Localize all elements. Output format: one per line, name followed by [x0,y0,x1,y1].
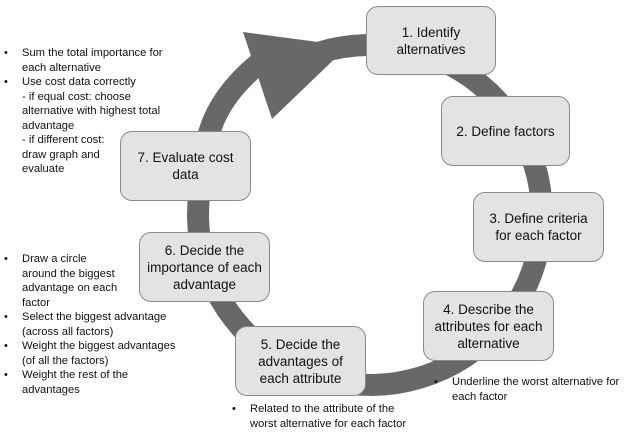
note-item: Underline the worst alternative for each… [430,375,640,404]
note-item: Use cost data correctly - if equal cost:… [0,75,190,177]
note-item: Sum the total importance for each altern… [0,46,190,75]
note-item: Weight the rest of the advantages [0,368,200,397]
note-item: Draw a circle around the biggest advanta… [0,252,200,310]
arrowhead-icon [243,32,348,119]
step-2-label: 2. Define factors [456,123,555,139]
step-4-describe-attributes: 4. Describe the attributes for each alte… [423,291,554,361]
step-7-notes: Sum the total importance for each altern… [0,46,190,177]
note-item: Weight the biggest advantages (of all th… [0,339,200,368]
step-2-define-factors: 2. Define factors [441,96,570,166]
note-item: Select the biggest advantage (across all… [0,310,200,339]
step-4-label: 4. Describe the attributes for each alte… [434,301,543,351]
step-5-decide-advantages: 5. Decide the advantages of each attribu… [235,326,366,396]
step-5-label: 5. Decide the advantages of each attribu… [258,336,343,386]
note-item: Related to the attribute of the worst al… [228,402,458,431]
step-1-label: 1. Identify alternatives [396,24,466,57]
step-3-label: 3. Define criteria for each factor [489,211,588,243]
step-3-define-criteria: 3. Define criteria for each factor [473,192,604,262]
step-6-notes: Draw a circle around the biggest advanta… [0,252,200,397]
step-1-identify-alternatives: 1. Identify alternatives [366,6,496,75]
step-5-notes: Related to the attribute of the worst al… [228,402,458,431]
step-4-notes: Underline the worst alternative for each… [430,375,640,404]
